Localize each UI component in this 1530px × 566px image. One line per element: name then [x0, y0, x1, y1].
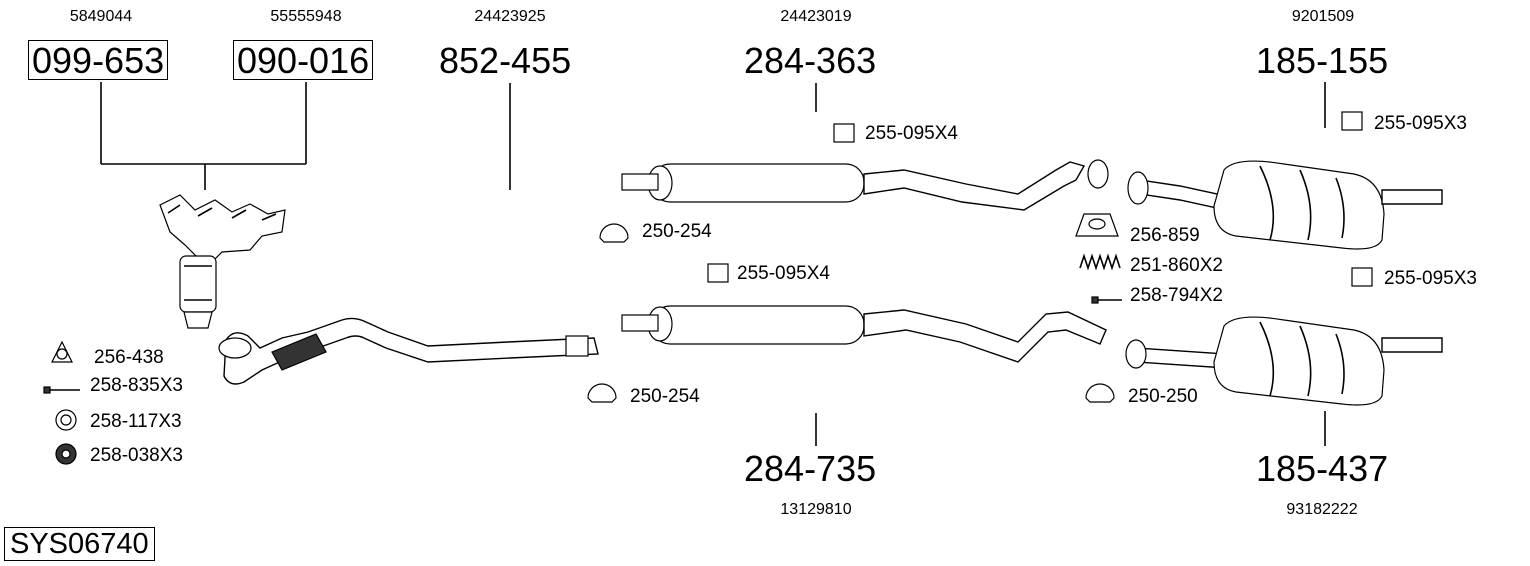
fitting-label: 258-038X3	[90, 445, 183, 466]
part-number-manifold-cat-1: 099-653	[28, 40, 169, 80]
fitting-label: 255-095X4	[865, 123, 958, 144]
part-number-center-silencer-bottom: 284-735	[744, 448, 877, 489]
center-silencer-bottom-icon	[621, 305, 1107, 363]
oem-number: 55555948	[270, 8, 342, 25]
nut-icon	[55, 443, 77, 465]
rear-silencer-bottom-icon	[1125, 316, 1443, 406]
fitting-label: 250-254	[642, 221, 712, 242]
oem-number: 24423019	[780, 8, 852, 25]
bolt-2-icon	[1091, 296, 1122, 304]
fitting-label: 255-095X4	[737, 263, 830, 284]
fitting-label: 256-859	[1130, 225, 1200, 246]
fitting-label: 258-794X2	[1130, 285, 1223, 306]
fitting-label: 258-117X3	[90, 411, 182, 432]
manifold-catalyst-icon	[159, 194, 286, 329]
bolt-1-icon	[43, 386, 80, 394]
oem-number: 93182222	[1286, 501, 1358, 518]
system-id-label: SYS06740	[4, 527, 155, 562]
oem-number: 5849044	[69, 8, 133, 25]
part-number-front-pipe: 852-455	[439, 40, 572, 81]
fitting-label: 255-095X3	[1384, 268, 1477, 289]
oem-number: 24423925	[474, 8, 546, 25]
gasket-1-icon	[51, 340, 73, 363]
gasket-2-icon	[1075, 213, 1119, 237]
spring-icon	[1079, 253, 1121, 271]
fitting-label: 255-095X3	[1374, 113, 1467, 134]
fitting-label: 256-438	[94, 347, 164, 368]
part-number-rear-silencer-top: 185-155	[1256, 40, 1389, 81]
fitting-label: 250-250	[1128, 386, 1198, 407]
front-pipe-icon	[218, 317, 599, 385]
washer-icon	[55, 409, 77, 431]
fitting-label: 250-254	[630, 386, 700, 407]
center-silencer-top-icon	[621, 159, 1109, 211]
oem-number: 9201509	[1291, 8, 1355, 25]
fitting-label: 258-835X3	[90, 375, 183, 396]
rubber-mount-icon	[707, 111, 1373, 287]
rear-silencer-top-icon	[1127, 160, 1443, 250]
part-number-center-silencer-top: 284-363	[744, 40, 877, 81]
part-number-manifold-cat-2: 090-016	[233, 40, 374, 80]
oem-number: 13129810	[780, 501, 852, 518]
clamp-icon	[587, 223, 1115, 403]
part-number-rear-silencer-bottom: 185-437	[1256, 448, 1389, 489]
leader-lines	[100, 82, 1326, 446]
fitting-label: 251-860X2	[1130, 255, 1223, 276]
